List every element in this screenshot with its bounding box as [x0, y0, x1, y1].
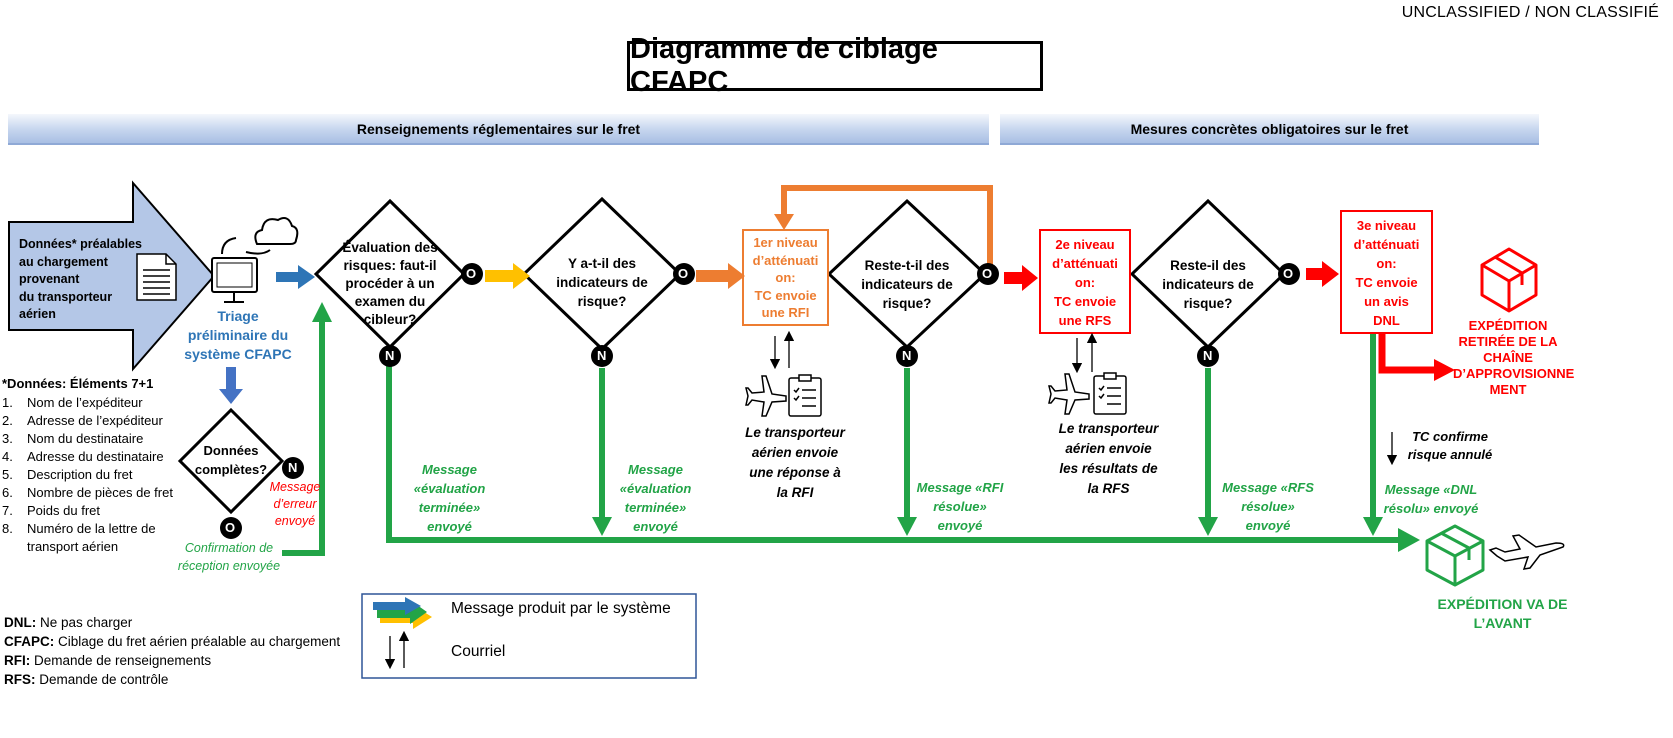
- decision4-text: Reste-il des indicateurs de risque?: [1162, 258, 1254, 311]
- input-text: Données* préalables au chargement proven…: [19, 237, 142, 321]
- arrow-red-1: [1004, 265, 1038, 291]
- green-head-5: [1363, 517, 1383, 536]
- arrow-orange: [696, 263, 745, 289]
- level2-box: [1039, 229, 1131, 334]
- arrow-red-2: [1306, 261, 1339, 287]
- green-main-head: [1398, 528, 1420, 552]
- plane-icon: [1488, 534, 1565, 570]
- abbr-row: RFI: Demande de renseignements: [4, 653, 212, 668]
- data-elements-list: *Données: Éléments 7+1 1.Nom de l’expédi…: [2, 375, 177, 556]
- computer-cloud-icon: [211, 217, 299, 303]
- shipment-removed-text: EXPÉDITION RETIRÉE DE LA CHAÎNE D’APPROV…: [1453, 318, 1575, 397]
- level1-text: 1er niveau d’atténuati on: TC envoie une…: [752, 235, 819, 320]
- legend-arrow-blue: [373, 597, 421, 615]
- legend-system-message: Message produit par le système: [451, 600, 671, 617]
- arrow-yellow: [485, 263, 530, 289]
- green-up-head: [312, 302, 332, 322]
- msg-rfs: Message «RFS résolue» envoyé: [1222, 480, 1314, 533]
- legend-email: Courriel: [451, 643, 506, 660]
- email-arrows-2: [1071, 332, 1098, 374]
- abbreviations: DNL: Ne pas charger CFAPC: Ciblage du fr…: [4, 613, 354, 689]
- data-elements-heading: *Données: Éléments 7+1: [2, 376, 154, 391]
- msg-eval-2: Message «évaluation terminée» envoyé: [619, 462, 692, 534]
- decision1-text: Évaluation des risques: faut-il procéder…: [342, 240, 438, 327]
- green-head-3: [897, 517, 917, 536]
- arrow-red-3-head: [1434, 359, 1455, 381]
- list-item: transport aérien: [27, 539, 119, 554]
- box-icon-red: [1480, 247, 1538, 313]
- input-arrow-shape: [8, 180, 216, 372]
- confirmation-message: Confirmation de réception envoyée: [177, 541, 281, 573]
- orange-loop: [781, 185, 993, 268]
- msg-dnl: Message «DNL résolu» envoyé: [1383, 482, 1479, 516]
- legend-email-arrows: [384, 630, 410, 670]
- list-item: 6.Nombre de pièces de fret: [2, 485, 173, 500]
- tc-confirm-text: TC confirme risque annulé: [1407, 429, 1493, 462]
- rfi-response-text: Le transporteur aérien envoie une répons…: [745, 425, 845, 500]
- level3-box: [1340, 210, 1433, 334]
- plane-clipboard-icon-2: [1048, 372, 1127, 415]
- list-item: 7.Poids du fret: [2, 503, 100, 518]
- triage-label: Triage préliminaire du système CFAPC: [184, 308, 292, 362]
- level1-box: [742, 229, 829, 326]
- list-item: 1.Nom de l’expéditeur: [2, 395, 143, 410]
- decision3-text: Reste-t-il des indicateurs de risque?: [861, 258, 953, 311]
- list-item: 4.Adresse du destinataire: [2, 449, 164, 464]
- classification-label: UNCLASSIFIED / NON CLASSIFIÉ: [1401, 4, 1659, 21]
- orange-loop-head: [774, 214, 794, 230]
- abbr-row: DNL: Ne pas charger: [4, 615, 133, 630]
- yes-no-circles: [220, 263, 1300, 539]
- msg-rfi: Message «RFI résolue» envoyé: [916, 480, 1004, 533]
- green-confirm-line: [282, 322, 325, 556]
- msg-eval-1: Message «évaluation terminée» envoyé: [413, 462, 486, 534]
- shipment-forward-text: EXPÉDITION VA DE L’AVANT: [1437, 596, 1568, 631]
- document-icon: [136, 253, 177, 301]
- level2-text: 2e niveau d’atténuati on: TC envoie une …: [1052, 237, 1118, 328]
- green-main-line: [386, 365, 1405, 543]
- band-regulatory-info: Renseignements réglementaires sur le fre…: [8, 114, 989, 145]
- rfs-response-text: Le transporteur aérien envoie les résult…: [1058, 421, 1159, 496]
- list-item: 3.Nom du destinataire: [2, 431, 144, 446]
- band-concrete-measures: Mesures concrètes obligatoires sur le fr…: [1000, 114, 1539, 145]
- abbr-row: RFS: Demande de contrôle: [4, 672, 169, 687]
- decision-diamond-complete: [177, 407, 285, 515]
- arrow-red-3-line: [1378, 334, 1436, 374]
- green-head-4: [1198, 517, 1218, 536]
- error-message: Message d’erreur envoyé: [269, 480, 321, 528]
- email-arrows-1: [769, 330, 795, 370]
- list-item: 5.Description du fret: [2, 467, 133, 482]
- complete-question: Données complètes?: [194, 443, 268, 477]
- plane-clipboard-icon-1: [745, 374, 822, 417]
- list-item: 8.Numéro de la lettre de: [2, 521, 156, 536]
- green-head-2: [592, 517, 612, 536]
- arrow-blue-triage: [276, 265, 315, 289]
- arrow-blue-down: [219, 367, 243, 404]
- level3-text: 3e niveau d’atténuati on: TC envoie un a…: [1353, 218, 1420, 328]
- abbr-row: CFAPC: Ciblage du fret aérien préalable …: [4, 634, 341, 649]
- decision2-text: Y a-t-il des indicateurs de risque?: [556, 256, 648, 309]
- list-item: 2.Adresse de l’expéditeur: [2, 413, 163, 428]
- box-icon-green: [1425, 524, 1485, 587]
